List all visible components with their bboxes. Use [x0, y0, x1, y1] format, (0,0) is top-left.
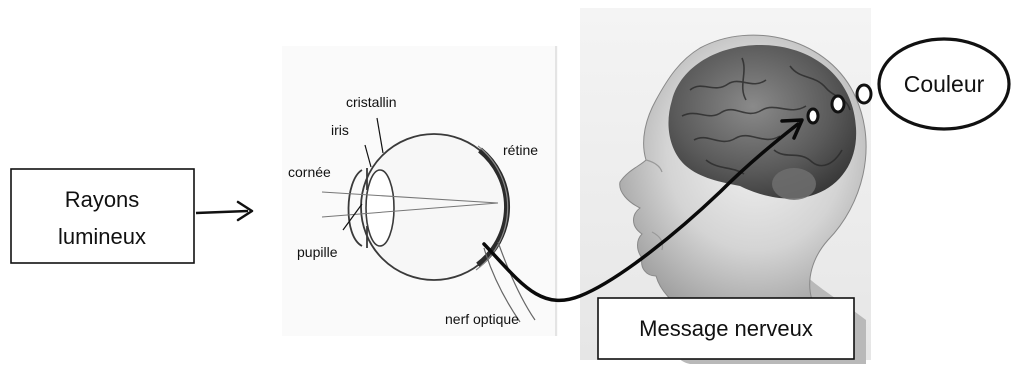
label-retine: rétine	[503, 142, 538, 158]
input-box-line2: lumineux	[58, 224, 146, 249]
label-iris: iris	[331, 122, 349, 138]
label-nerf-optique: nerf optique	[445, 311, 519, 327]
input-box: Rayons lumineux	[11, 169, 194, 263]
label-cornee: cornée	[288, 164, 331, 180]
label-cristallin: cristallin	[346, 94, 397, 110]
label-pupille: pupille	[297, 244, 338, 260]
message-box-label: Message nerveux	[639, 316, 813, 341]
message-box: Message nerveux	[598, 298, 854, 359]
input-box-line1: Rayons	[65, 187, 140, 212]
light-arrow	[196, 202, 252, 220]
thought-bubble-label: Couleur	[904, 71, 985, 97]
eye-illustration: cristallin iris cornée pupille rétine ne…	[282, 46, 558, 336]
lens-shape	[366, 170, 394, 246]
